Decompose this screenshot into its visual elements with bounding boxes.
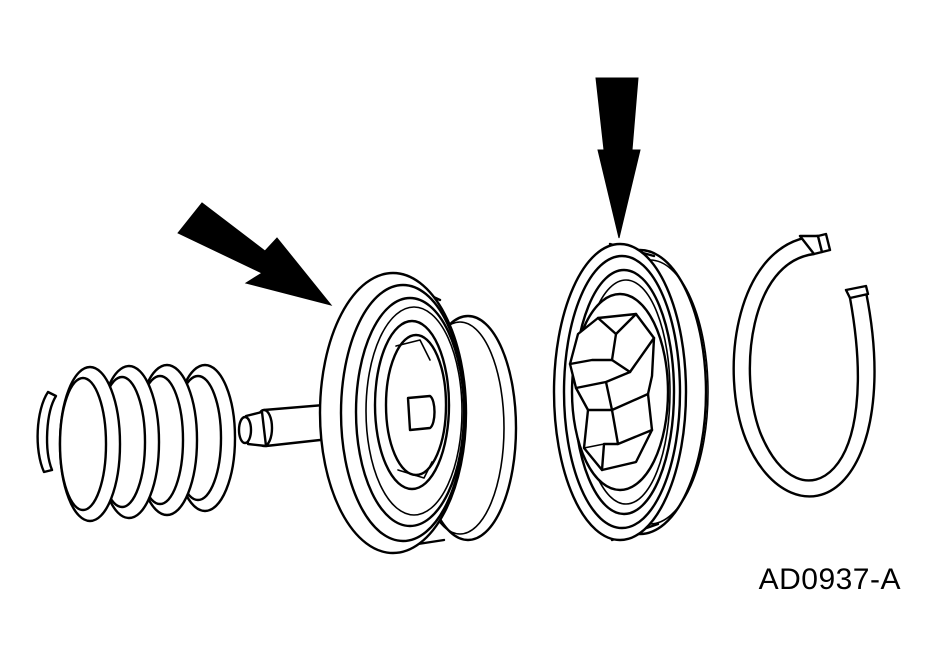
arrow-top	[595, 77, 641, 239]
arrow-left	[177, 202, 333, 306]
snap-ring	[732, 232, 876, 498]
figure-code-label: AD0937-A	[758, 563, 901, 596]
coil-spring	[36, 363, 237, 523]
piston-body	[552, 242, 709, 542]
piston	[318, 271, 518, 555]
